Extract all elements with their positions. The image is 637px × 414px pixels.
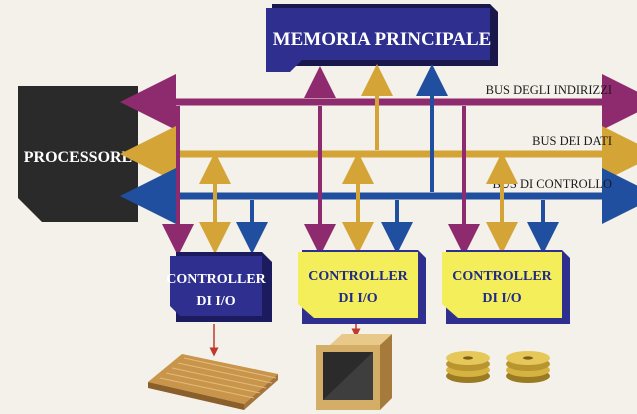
ctrl3-label-line1: CONTROLLER bbox=[452, 269, 552, 284]
address-bus-label: BUS DEGLI INDIRIZZI bbox=[486, 83, 612, 97]
ctrl1-label-line1: CONTROLLER bbox=[166, 272, 266, 287]
keyboard-icon bbox=[148, 354, 278, 410]
monitor-icon bbox=[316, 334, 392, 410]
processor-block: PROCESSORE bbox=[18, 86, 138, 222]
processor-label: PROCESSORE bbox=[24, 149, 132, 166]
memory-label: MEMORIA PRINCIPALE bbox=[273, 29, 492, 50]
disk-stack-right bbox=[506, 351, 550, 383]
data-bus-label: BUS DEI DATI bbox=[532, 134, 612, 148]
ctrl2-label-line1: CONTROLLER bbox=[308, 269, 408, 284]
disk-stack-icon bbox=[446, 351, 550, 383]
io-controller-1: CONTROLLER DI I/O bbox=[166, 252, 272, 322]
io-controller-3: CONTROLLER DI I/O bbox=[442, 250, 570, 324]
io-controller-2: CONTROLLER DI I/O bbox=[298, 250, 426, 324]
control-bus-label: BUS DI CONTROLLO bbox=[493, 177, 612, 191]
ctrl1-label-line2: DI I/O bbox=[196, 294, 235, 309]
disk-stack-left bbox=[446, 351, 490, 383]
ctrl2-label-line2: DI I/O bbox=[338, 291, 377, 306]
main-memory-block: MEMORIA PRINCIPALE bbox=[266, 4, 498, 72]
ctrl3-label-line2: DI I/O bbox=[482, 291, 521, 306]
